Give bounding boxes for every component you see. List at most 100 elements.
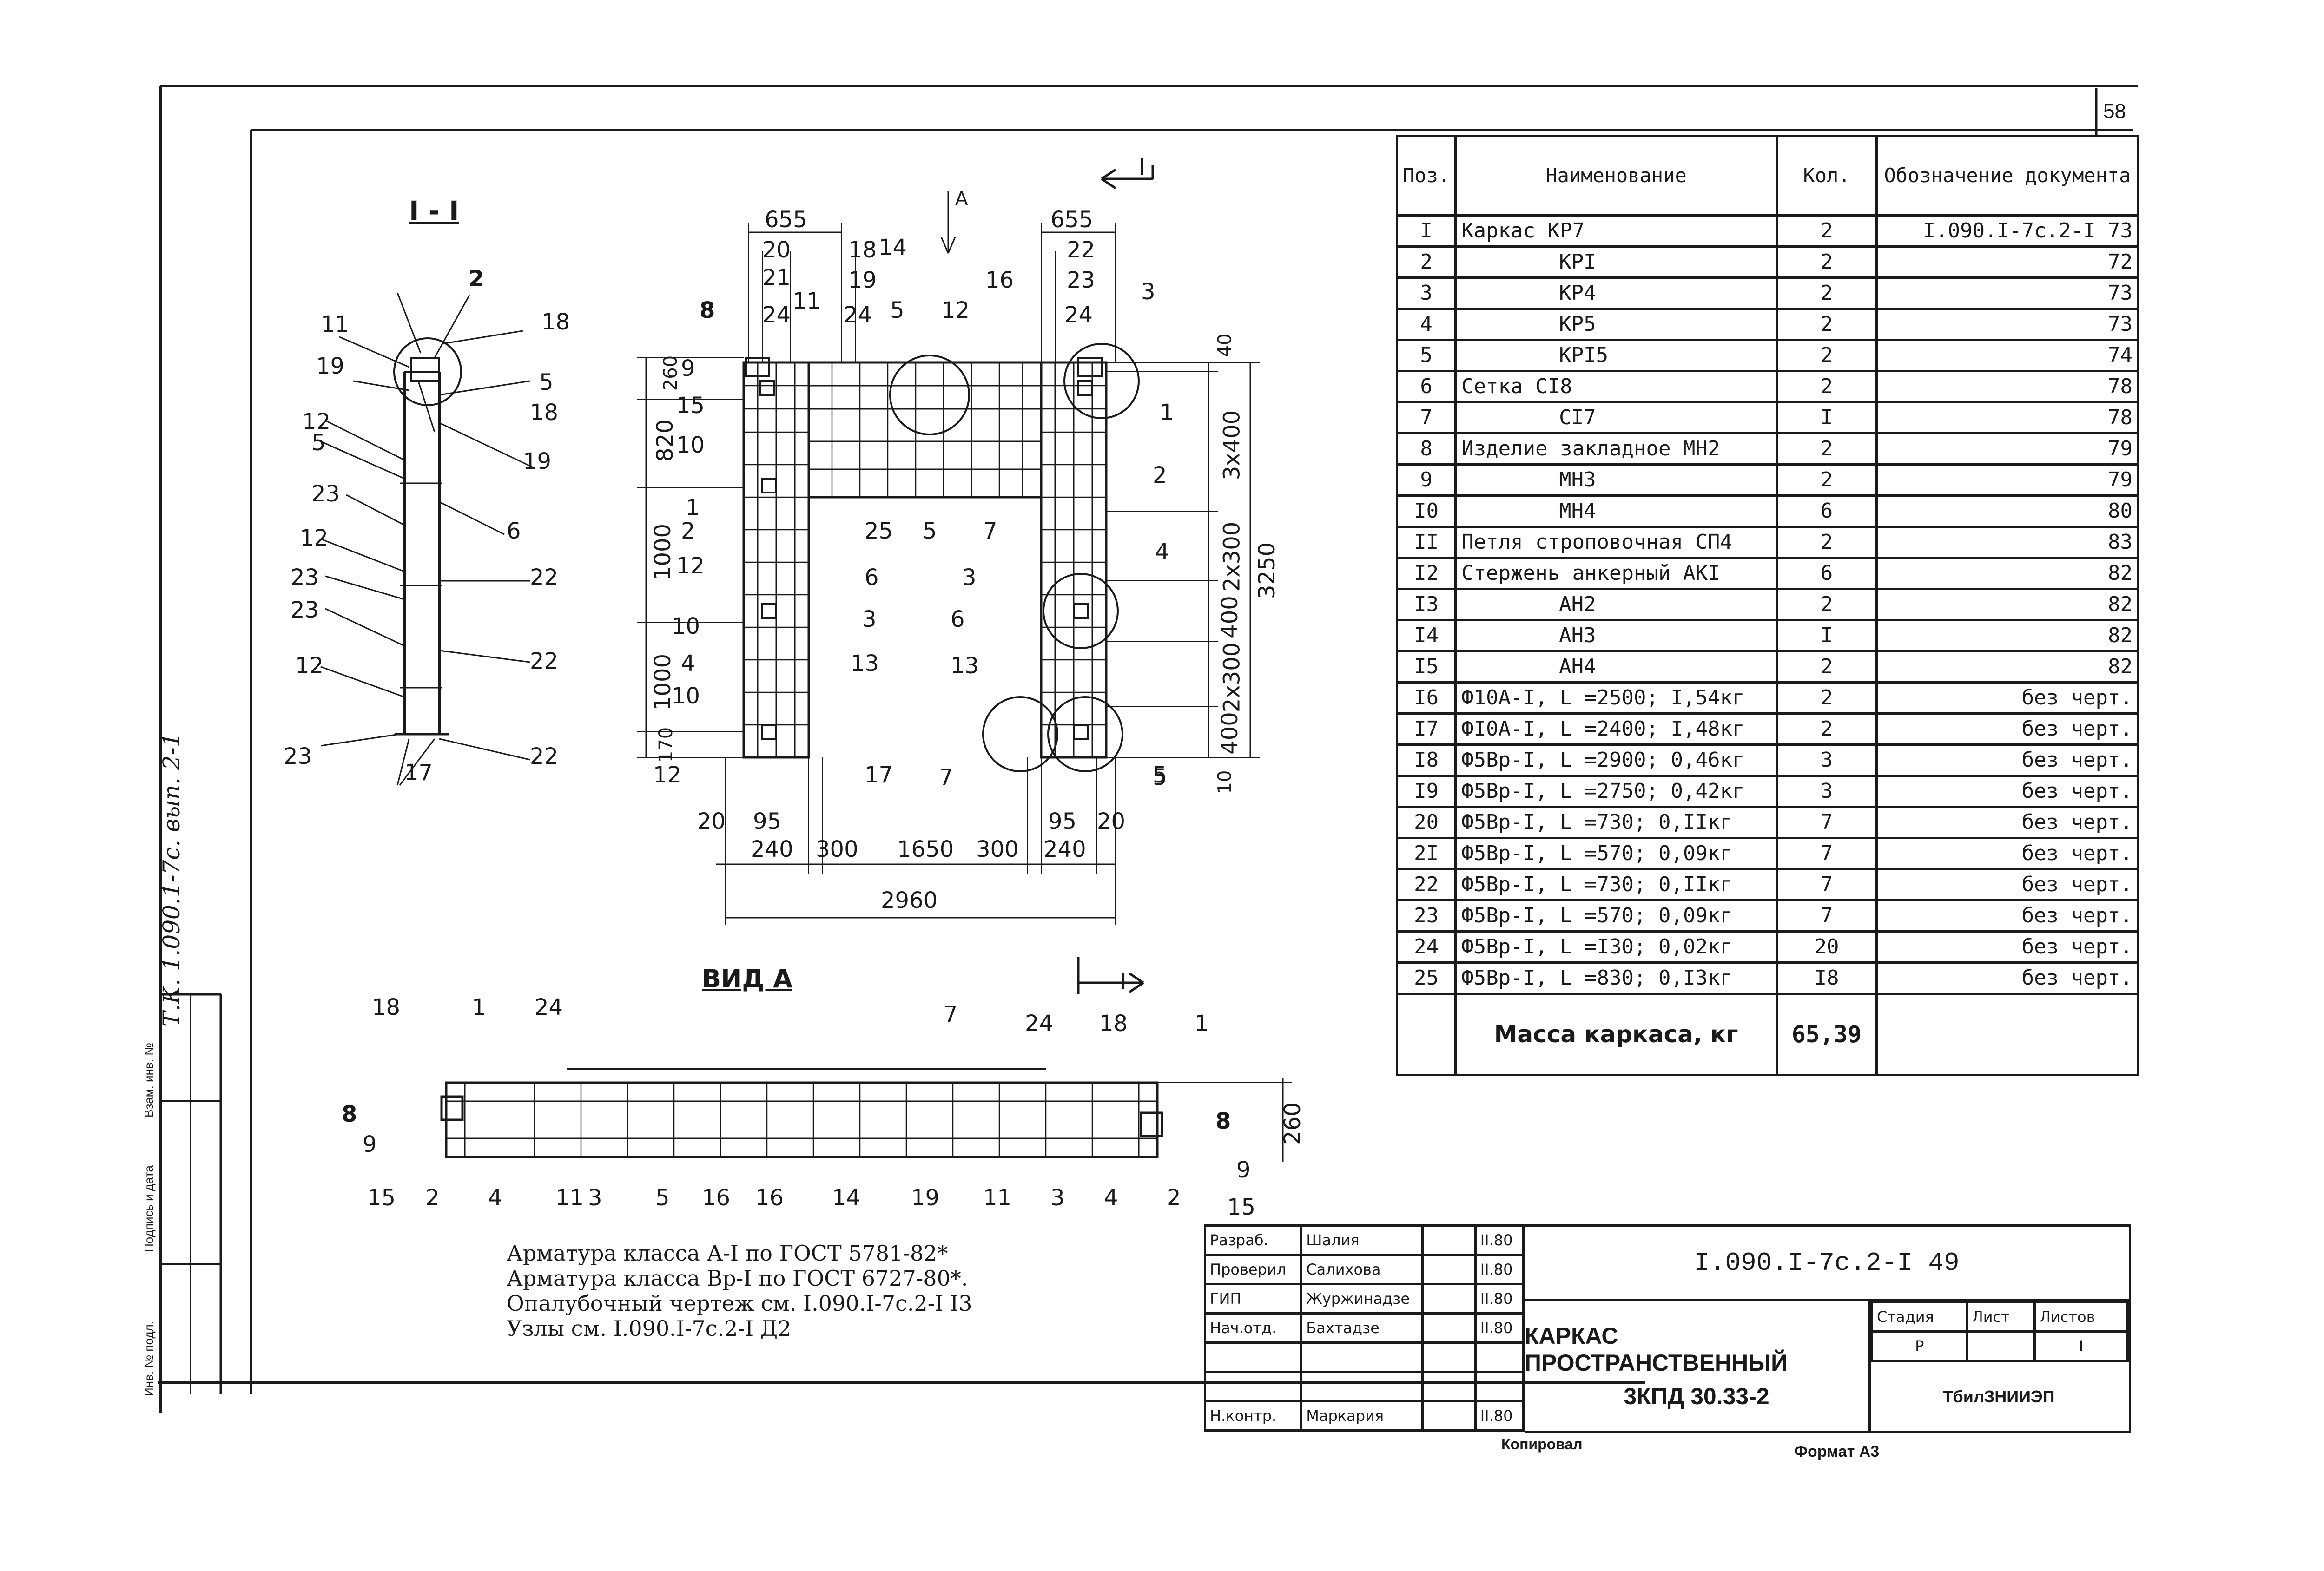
spec-name: АН4 — [1454, 650, 1778, 684]
callout: 18 — [1099, 1011, 1128, 1037]
spec-mass-value: 65,39 — [1775, 993, 1878, 1076]
callout: 12 — [300, 525, 329, 551]
callout: 7 — [944, 1001, 958, 1027]
dim-top-left: 655 — [765, 207, 807, 233]
callout: 23 — [290, 565, 319, 591]
spec-name: Ф5Вр-I, L =570; 0,09кг — [1454, 899, 1778, 933]
spec-pos: 3 — [1395, 276, 1457, 310]
callout: 3 — [862, 606, 877, 632]
spec-mass-empty — [1395, 993, 1457, 1076]
signature-date: II.80 — [1474, 1400, 1525, 1432]
callout: 3 — [1141, 279, 1155, 305]
sheets-label: Листов — [2033, 1301, 2129, 1333]
title-line1: КАРКАС ПРОСТРАНСТВЕННЫЙ — [1525, 1323, 1788, 1376]
spec-qty: 7 — [1775, 868, 1878, 901]
spec-mass-row: Масса каркаса, кг 65,39 — [1395, 993, 2139, 1076]
callout: 2 — [425, 1185, 440, 1211]
spec-doc: 79 — [1875, 463, 2139, 497]
spec-doc: 82 — [1875, 650, 2139, 684]
callout: 22 — [530, 648, 559, 674]
spec-doc: I.090.I-7с.2-I 73 — [1875, 214, 2139, 248]
spec-header-row: Поз. Наименование Кол. Обозначение докум… — [1395, 135, 2139, 217]
spec-name: АН3 — [1454, 619, 1778, 652]
spec-pos: 24 — [1395, 930, 1457, 964]
callout: 19 — [523, 448, 552, 474]
spec-name: Ф5Вр-I, L =2750; 0,42кг — [1454, 775, 1778, 808]
callout: 15 — [367, 1185, 396, 1211]
callout: 8 — [342, 1101, 357, 1127]
signature-sign — [1421, 1341, 1477, 1373]
callout: 22 — [1067, 237, 1096, 263]
signature-sign — [1421, 1254, 1477, 1285]
signature-date: II.80 — [1474, 1283, 1525, 1315]
spec-qty: 2 — [1775, 370, 1878, 403]
spec-qty: 2 — [1775, 463, 1878, 497]
dim-bottom: 20 — [1097, 809, 1126, 835]
spec-qty: 20 — [1775, 930, 1878, 964]
callout: 11 — [983, 1185, 1012, 1211]
callout: 9 — [363, 1131, 377, 1157]
signature-sign — [1421, 1283, 1477, 1315]
spec-pos: 23 — [1395, 899, 1457, 933]
callout: 11 — [792, 288, 821, 314]
spec-header-pos: Поз. — [1395, 135, 1457, 217]
title-cell: КАРКАС ПРОСТРАНСТВЕННЫЙ 3КПД 30.33-2 — [1525, 1301, 1871, 1431]
spec-name: КР4 — [1454, 276, 1778, 310]
dim-right: 400 — [1216, 596, 1243, 638]
spec-pos: 5 — [1395, 339, 1457, 372]
spec-qty: 7 — [1775, 899, 1878, 933]
spec-header-doc: Обозначение документа — [1875, 135, 2139, 217]
callout: 5 — [890, 297, 905, 323]
spec-doc: без черт. — [1875, 899, 2139, 933]
spec-pos: 22 — [1395, 868, 1457, 901]
callout: 10 — [672, 613, 700, 639]
spec-qty: 2 — [1775, 588, 1878, 621]
signature-row — [1203, 1341, 1525, 1373]
spec-qty: 2 — [1775, 681, 1878, 715]
signature-date: II.80 — [1474, 1312, 1525, 1344]
spec-pos: 2 — [1395, 245, 1457, 279]
callout: 12 — [676, 553, 705, 579]
spec-pos: 20 — [1395, 806, 1457, 839]
spec-doc: без черт. — [1875, 681, 2139, 715]
spec-pos: I4 — [1395, 619, 1457, 652]
spec-doc: без черт. — [1875, 837, 2139, 870]
spec-qty: 2 — [1775, 245, 1878, 279]
title-block-main: I.090.I-7с.2-I 49 КАРКАС ПРОСТРАНСТВЕННЫ… — [1525, 1224, 2131, 1433]
spec-name: Ф5Вр-I, L =I30; 0,02кг — [1454, 930, 1778, 964]
callout: 4 — [681, 651, 695, 677]
spec-doc: 83 — [1875, 526, 2139, 559]
spec-name: СI7 — [1454, 401, 1778, 434]
spec-qty: 2 — [1775, 432, 1878, 466]
callout: 4 — [1104, 1185, 1118, 1211]
callout: 24 — [1025, 1011, 1054, 1037]
dim-right: 2x300 — [1219, 642, 1245, 713]
signature-name — [1300, 1371, 1424, 1402]
sheet-number: 58 — [2103, 100, 2126, 123]
spec-pos: I5 — [1395, 650, 1457, 684]
callout: 24 — [844, 302, 872, 328]
spec-qty: 3 — [1775, 743, 1878, 777]
spec-qty: I — [1775, 619, 1878, 652]
spec-doc: 79 — [1875, 432, 2139, 466]
spec-header-qty: Кол. — [1775, 135, 1878, 217]
signature-date: II.80 — [1474, 1224, 1525, 1256]
spec-name: Петля строповочная СП4 — [1454, 526, 1778, 559]
note-line: Арматура класса Вр-I по ГОСТ 6727-80*. — [507, 1266, 968, 1291]
section-title: I - I — [409, 195, 459, 227]
spec-doc: 78 — [1875, 370, 2139, 403]
doc-code-cell: I.090.I-7с.2-I 49 — [1525, 1227, 2129, 1301]
dim-bottom: 300 — [976, 836, 1019, 862]
spec-doc: 72 — [1875, 245, 2139, 279]
